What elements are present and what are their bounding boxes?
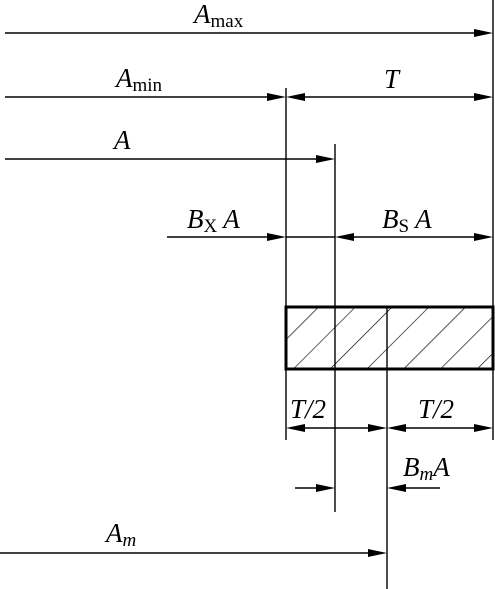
dimension-t-half-left bbox=[286, 424, 387, 432]
arrowhead bbox=[474, 29, 493, 37]
arrowhead bbox=[368, 549, 387, 557]
dimension-t-half-right bbox=[387, 424, 493, 432]
arrowhead bbox=[368, 424, 387, 432]
label-t-half-left: T/2 bbox=[290, 394, 326, 424]
arrowhead bbox=[267, 93, 286, 101]
dimension-t bbox=[286, 93, 493, 101]
label-t-half-right: T/2 bbox=[418, 394, 454, 424]
arrowhead bbox=[474, 93, 493, 101]
label-a: A bbox=[112, 125, 131, 155]
arrowhead bbox=[316, 484, 335, 492]
arrowhead bbox=[316, 155, 335, 163]
label-a-min: Amin bbox=[114, 63, 163, 96]
arrowhead bbox=[387, 424, 406, 432]
tolerance-zone bbox=[284, 305, 495, 371]
arrowhead bbox=[387, 484, 406, 492]
label-bm-a: BmA bbox=[403, 452, 450, 485]
dimension-a bbox=[5, 155, 335, 163]
dimension-a-min bbox=[5, 93, 286, 101]
label-a-max: Amax bbox=[192, 0, 244, 32]
arrowhead bbox=[286, 93, 305, 101]
dimension-bs-a bbox=[286, 233, 493, 241]
arrowhead bbox=[335, 233, 354, 241]
dimension-a-max bbox=[5, 29, 493, 37]
dimension-bm-a bbox=[295, 484, 440, 492]
arrowhead bbox=[474, 424, 493, 432]
arrowhead bbox=[474, 233, 493, 241]
dimension-bx-a bbox=[167, 233, 286, 241]
arrowhead bbox=[267, 233, 286, 241]
label-a-m: Am bbox=[104, 518, 136, 551]
arrowhead bbox=[286, 424, 305, 432]
dimension-a-m bbox=[0, 549, 387, 557]
label-t: T bbox=[384, 64, 401, 94]
